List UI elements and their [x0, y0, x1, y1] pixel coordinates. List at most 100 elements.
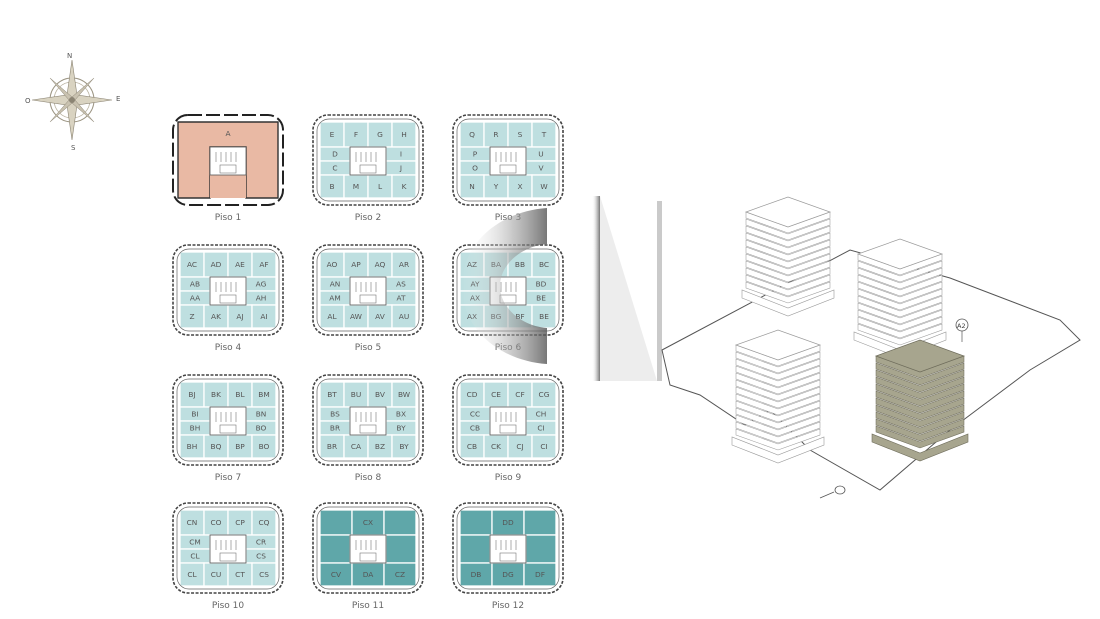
site-isometric-view: A2 — [661, 196, 1081, 499]
unit-label: DF — [535, 570, 545, 579]
unit-BY[interactable] — [391, 434, 417, 459]
unit-CS[interactable] — [251, 562, 277, 587]
unit-top-left[interactable] — [319, 509, 353, 536]
unit-CZ[interactable] — [383, 562, 417, 587]
floor-1[interactable]: A Piso 1 — [168, 110, 288, 228]
unit-BW[interactable] — [391, 381, 417, 408]
floor-label: Piso 5 — [354, 343, 382, 353]
unit-top-left[interactable] — [459, 509, 493, 536]
floor-label: Piso 9 — [494, 473, 522, 483]
unit-DF[interactable] — [523, 562, 557, 587]
unit-AI[interactable] — [251, 304, 277, 329]
unit-AU[interactable] — [391, 304, 417, 329]
unit-left[interactable] — [459, 534, 491, 564]
floor-outline — [452, 374, 564, 466]
unit-top-right[interactable] — [383, 509, 417, 536]
elevator — [359, 424, 377, 434]
tower-north-east[interactable] — [853, 238, 947, 359]
site-marker[interactable]: A2 — [955, 318, 969, 342]
building-level — [735, 428, 821, 451]
tower-selected[interactable] — [871, 339, 969, 462]
unit-label: AR — [399, 260, 409, 269]
unit-W[interactable] — [531, 174, 557, 199]
building-level — [745, 267, 831, 290]
unit-S[interactable] — [507, 121, 533, 148]
unit-label: AQ — [375, 260, 386, 269]
unit-T[interactable] — [531, 121, 557, 148]
unit-BO[interactable] — [251, 434, 277, 459]
unit-DD[interactable] — [491, 509, 525, 536]
tower-north-west[interactable] — [741, 196, 835, 317]
unit-BJ[interactable] — [179, 381, 205, 408]
unit-label: CL — [190, 552, 200, 561]
floor-inner-outline — [176, 506, 280, 590]
unit-label: E — [330, 130, 335, 139]
unit-label: Q — [469, 130, 475, 139]
unit-label: AU — [399, 312, 409, 321]
unit-BK[interactable] — [203, 381, 229, 408]
compass-west: O — [25, 97, 31, 105]
tower-south-west[interactable] — [731, 329, 825, 464]
unit-K[interactable] — [391, 174, 417, 199]
unit-label: V — [538, 164, 543, 173]
floor-inner-outline — [176, 248, 280, 332]
unit-AQ[interactable] — [367, 251, 393, 278]
floor-label: Piso 8 — [354, 473, 382, 483]
unit-Q[interactable] — [459, 121, 485, 148]
unit-AC[interactable] — [179, 251, 205, 278]
unit-right[interactable] — [385, 534, 417, 564]
unit-CI[interactable] — [531, 434, 557, 459]
elevator — [499, 424, 517, 434]
floor-inner-outline — [456, 378, 560, 462]
unit-CQ[interactable] — [251, 509, 277, 536]
unit-BL[interactable] — [227, 381, 253, 408]
unit-right[interactable] — [525, 534, 557, 564]
elevator — [499, 164, 517, 174]
floor-label: Piso 4 — [214, 343, 242, 353]
unit-CD[interactable] — [459, 381, 485, 408]
unit-label: CQ — [259, 518, 270, 527]
floor-1-plan[interactable]: A — [168, 110, 288, 210]
unit-BV[interactable] — [367, 381, 393, 408]
unit-label: BO — [256, 424, 267, 433]
unit-label: DD — [502, 518, 514, 527]
unit-label: CI — [537, 424, 544, 433]
floor-outline — [172, 374, 284, 466]
unit-label: H — [401, 130, 407, 139]
building-level — [745, 218, 831, 241]
unit-top-right[interactable] — [523, 509, 557, 536]
buildings — [731, 196, 969, 464]
unit-BM[interactable] — [251, 381, 277, 408]
floor-outline — [172, 114, 284, 206]
unit-R[interactable] — [483, 121, 509, 148]
unit-left[interactable] — [319, 534, 351, 564]
compass-north: N — [67, 52, 72, 60]
unit-A-south[interactable] — [210, 175, 246, 198]
elevator — [359, 294, 377, 304]
building-level — [735, 386, 821, 409]
unit-H[interactable] — [391, 121, 417, 148]
north-arrow-icon — [819, 485, 846, 499]
